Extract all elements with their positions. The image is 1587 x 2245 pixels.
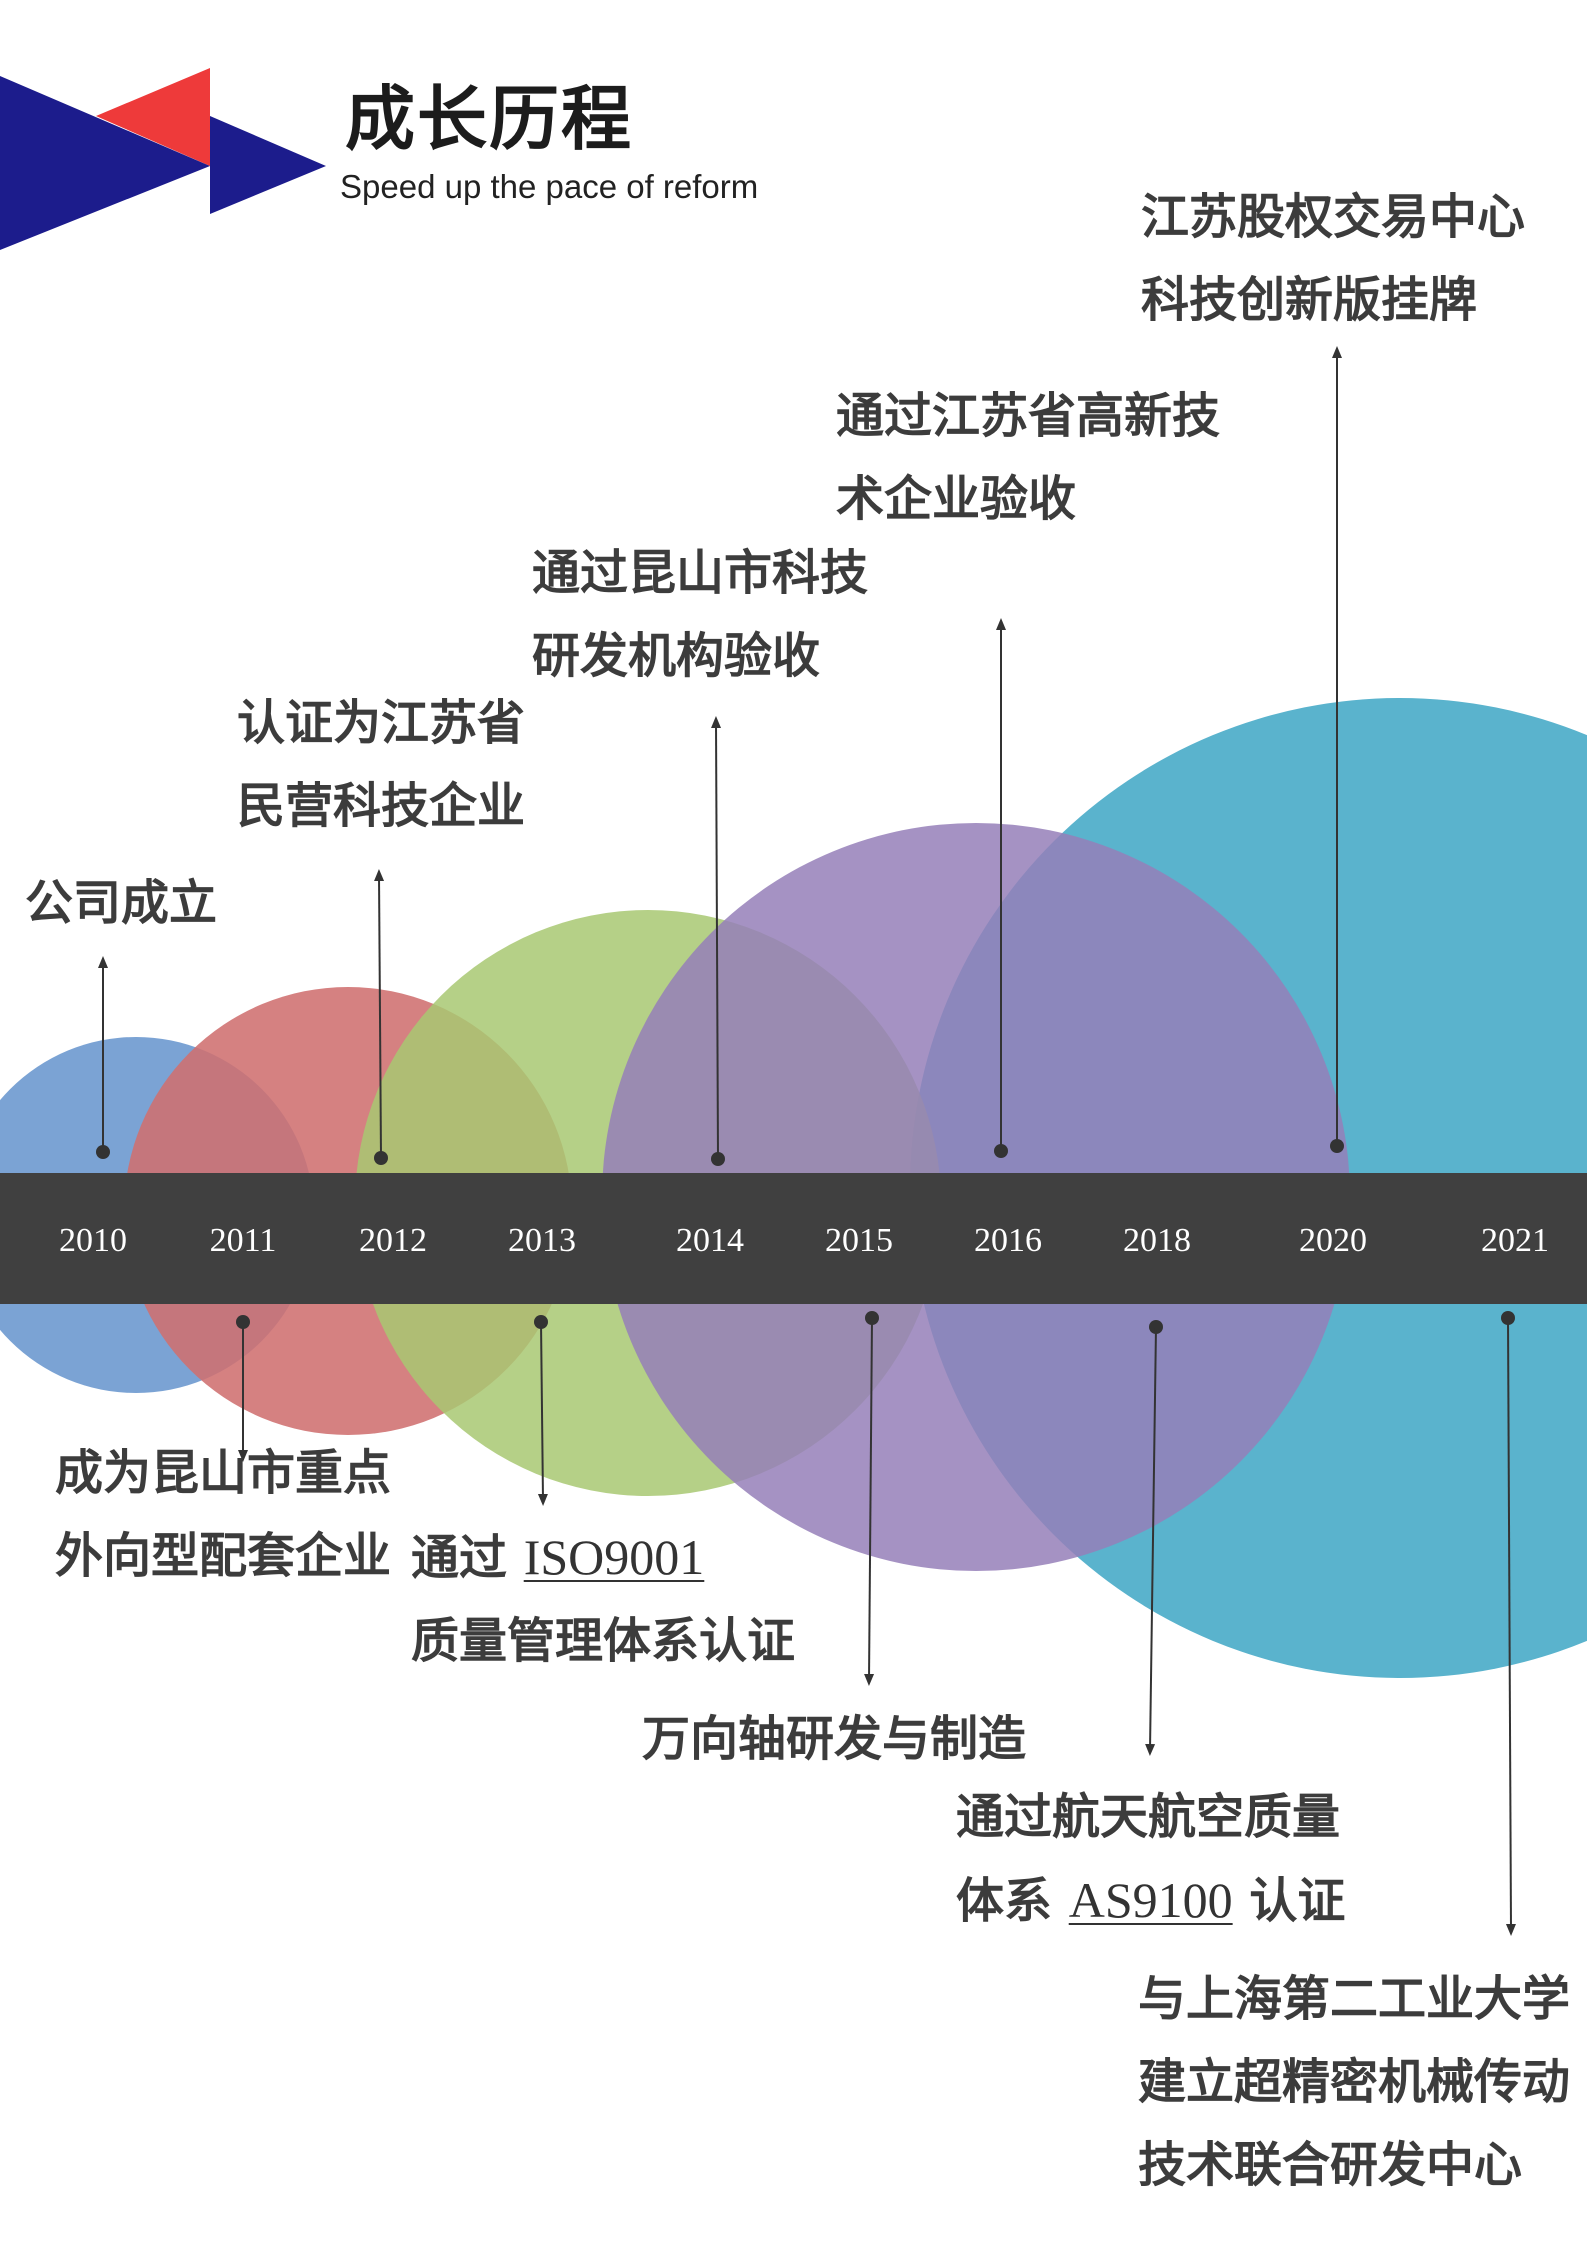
connector-2015 [864, 1311, 879, 1686]
year-label: 2012 [359, 1222, 427, 1259]
event-text: 与上海第二工业大学 [1138, 1971, 1571, 2027]
event-text: 质量管理体系认证 [411, 1613, 796, 1669]
connector-2016 [994, 618, 1008, 1158]
year-labels: 2010 2011 2012 2013 2014 2015 2016 2018 … [59, 1222, 1549, 1259]
event-2021: 与上海第二工业大学 建立超精密机械传动 技术联合研发中心 [1138, 1958, 1570, 2207]
event-text: 术企业验收 [836, 471, 1077, 527]
event-text: 认证为江苏省 [237, 695, 526, 751]
event-text: 通过昆山市科技 [532, 545, 869, 601]
logo-blue-triangle-left [0, 76, 210, 250]
event-text: 科技创新版挂牌 [1141, 272, 1478, 328]
event-text: 江苏股权交易中心 [1141, 189, 1526, 245]
event-text: 通过江苏省高新技 [836, 388, 1221, 444]
certification-code: AS9100 [1068, 1872, 1233, 1928]
event-text: 外向型配套企业 [55, 1528, 392, 1584]
logo [0, 68, 326, 250]
event-text: 建立超精密机械传动 [1138, 2054, 1571, 2110]
logo-red-triangle [96, 68, 210, 166]
event-text: 公司成立 [25, 875, 218, 931]
logo-blue-triangle-right [210, 116, 326, 214]
connector-2020 [1330, 346, 1344, 1153]
connector-2012 [374, 869, 388, 1165]
event-2020: 江苏股权交易中心 科技创新版挂牌 [1141, 176, 1525, 342]
event-text: 技术联合研发中心 [1138, 2137, 1523, 2193]
event-line: 通过 ISO9001 [411, 1516, 795, 1600]
event-2013: 通过 ISO9001 质量管理体系认证 [411, 1516, 795, 1683]
event-2014: 通过昆山市科技 研发机构验收 [532, 532, 868, 698]
event-text: 认证 [1232, 1873, 1346, 1929]
event-text: 万向轴研发与制造 [642, 1711, 1027, 1767]
year-label: 2018 [1123, 1222, 1191, 1259]
event-text: 研发机构验收 [532, 628, 821, 684]
page-subtitle: Speed up the pace of reform [340, 168, 759, 205]
event-2012: 认证为江苏省 民营科技企业 [237, 682, 525, 848]
year-label: 2020 [1299, 1222, 1367, 1259]
event-text: 民营科技企业 [237, 778, 526, 834]
timeline-bar [0, 1173, 1587, 1304]
connector-2014 [711, 716, 725, 1166]
event-2016: 通过江苏省高新技 术企业验收 [836, 375, 1220, 541]
year-label: 2016 [974, 1222, 1042, 1259]
connector-2013 [534, 1315, 548, 1506]
connector-2011 [236, 1315, 250, 1462]
event-2010: 公司成立 [25, 862, 217, 945]
year-label: 2010 [59, 1222, 127, 1259]
connector-2010 [96, 956, 110, 1159]
year-label: 2013 [508, 1222, 576, 1259]
event-text: 通过 [411, 1530, 524, 1586]
year-label: 2021 [1481, 1222, 1549, 1259]
event-2015: 万向轴研发与制造 [642, 1698, 1026, 1781]
year-label: 2011 [210, 1222, 277, 1259]
event-text: 通过航天航空质量 [956, 1789, 1341, 1845]
event-2011: 成为昆山市重点 外向型配套企业 [55, 1432, 391, 1598]
event-text: 体系 [956, 1873, 1069, 1929]
event-line: 体系 AS9100 认证 [956, 1859, 1345, 1943]
page-title: 成长历程 [345, 78, 633, 160]
year-label: 2014 [676, 1222, 744, 1259]
connectors [96, 346, 1516, 1936]
year-label: 2015 [825, 1222, 893, 1259]
event-2018: 通过航天航空质量 体系 AS9100 认证 [956, 1776, 1345, 1943]
connector-2018 [1145, 1320, 1163, 1756]
event-text: 成为昆山市重点 [55, 1445, 392, 1501]
certification-code: ISO9001 [523, 1529, 705, 1585]
connector-2021 [1501, 1311, 1516, 1936]
